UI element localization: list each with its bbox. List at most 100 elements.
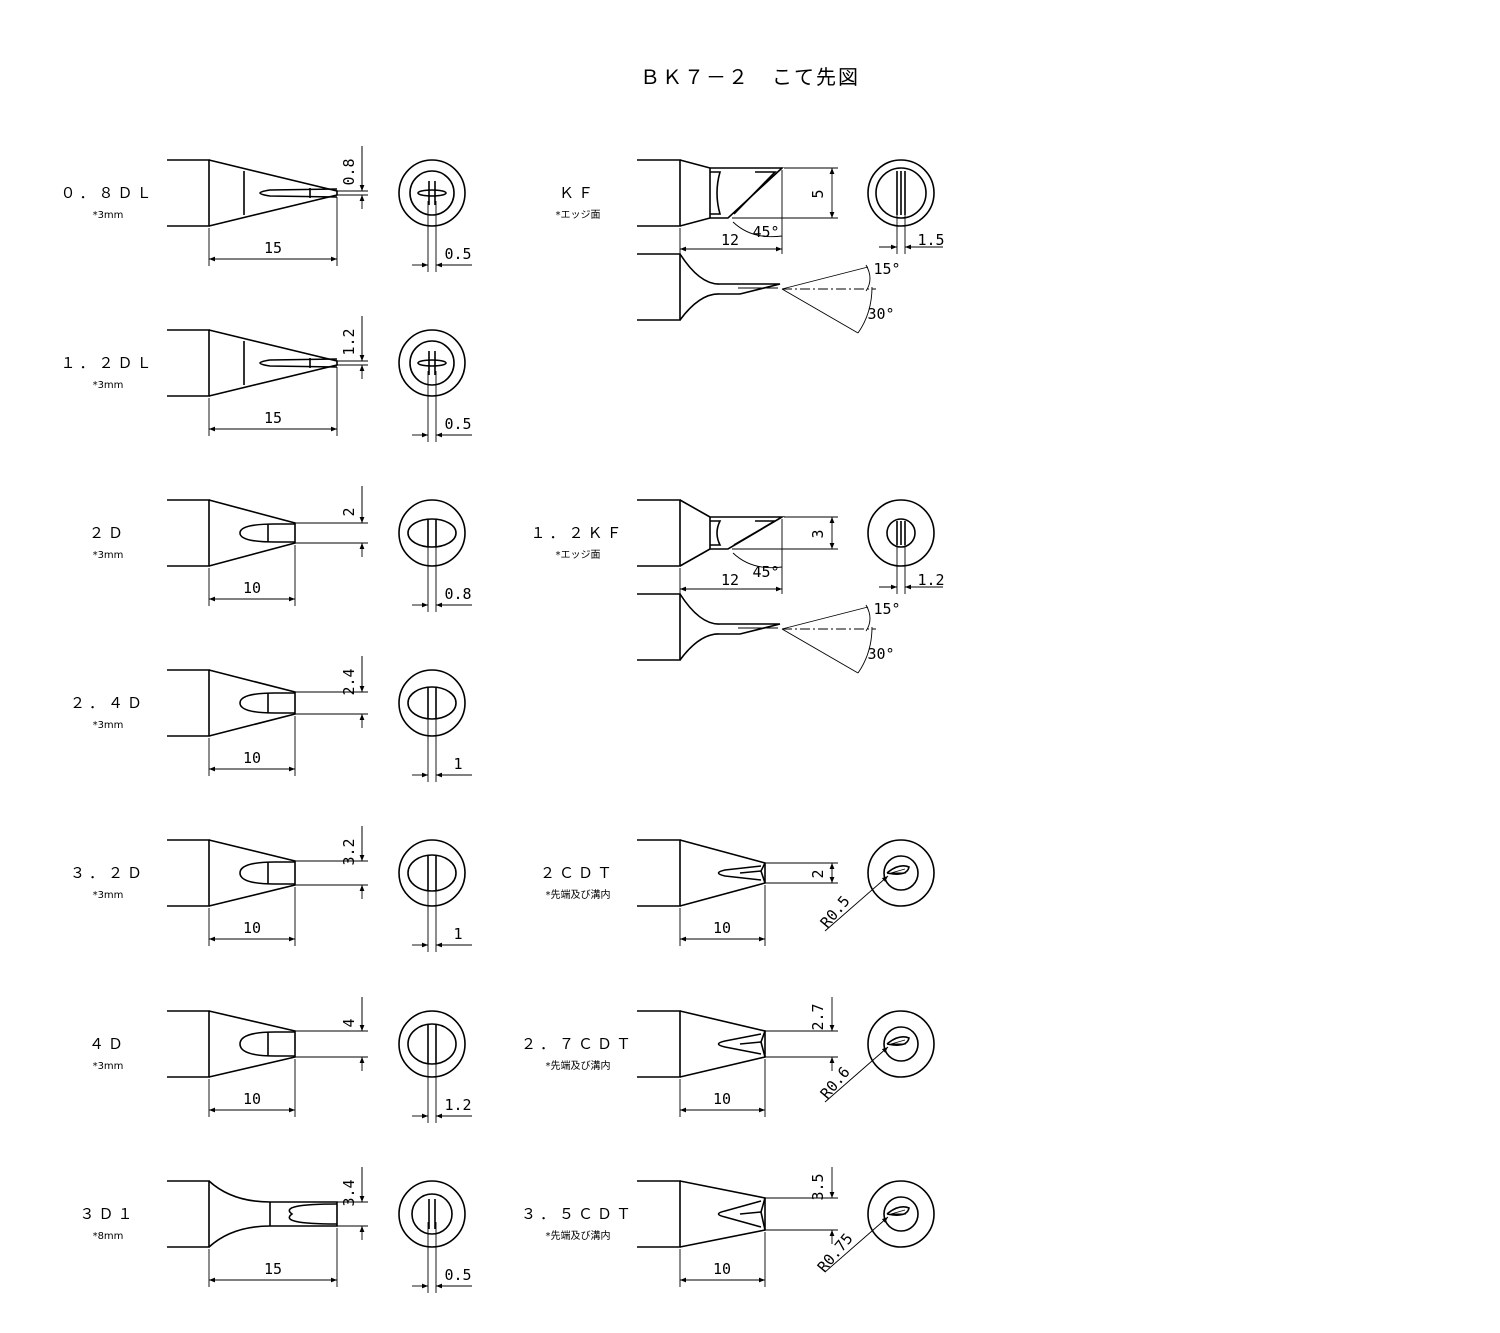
cone-name: ２．７ＣＤＴ <box>521 1035 635 1053</box>
blade-bevel <box>710 171 722 215</box>
extension-line <box>427 371 437 442</box>
height-value: 2 <box>809 869 827 878</box>
side-value: 0.8 <box>444 585 471 603</box>
radius-value: R0.6 <box>817 1063 854 1102</box>
radius-value: R0.5 <box>817 892 854 931</box>
shaft-outline <box>637 1180 681 1248</box>
end-view-outer <box>398 499 466 567</box>
cone-note: *先端及び溝内 <box>546 1229 611 1242</box>
extension-line <box>337 360 368 366</box>
tip-outline <box>208 1010 296 1078</box>
groove-outline <box>717 865 762 881</box>
extension-line <box>337 190 368 196</box>
side-blade-outline <box>679 253 781 321</box>
angle-value: 45° <box>752 563 779 581</box>
extension-line <box>427 1222 437 1293</box>
shaft-outline <box>637 159 681 227</box>
end-view-outer <box>398 159 466 227</box>
height-value: 4 <box>340 1018 358 1027</box>
taper-outline <box>679 499 711 567</box>
end-view-groove <box>886 1036 910 1046</box>
side-blade-outline <box>679 593 781 661</box>
plating-boundary <box>239 692 295 714</box>
height-value: 3.5 <box>809 1173 827 1200</box>
side-value: 1.2 <box>444 1096 471 1114</box>
end-view-groove-line <box>890 868 906 874</box>
groove-line <box>739 1041 762 1045</box>
end-view-blade <box>427 519 437 547</box>
tip-outline <box>679 1010 767 1078</box>
side-shaft-outline <box>637 593 681 661</box>
extension-line <box>427 1052 437 1123</box>
shaft-outline <box>167 839 210 907</box>
end-view-inner <box>407 686 457 720</box>
shaft-outline <box>167 1180 210 1248</box>
length-value: 10 <box>713 1090 731 1108</box>
top-angle-value: 15° <box>873 260 900 278</box>
height-value: 5 <box>809 189 827 198</box>
end-view-blade <box>417 189 447 197</box>
cone-name: ２ＣＤＴ <box>540 864 616 882</box>
angle-arc <box>732 552 783 569</box>
extension-line <box>732 516 838 550</box>
end-view-inner <box>409 170 455 216</box>
tip-name: ３Ｄ１ <box>79 1205 136 1223</box>
groove-line <box>739 870 762 874</box>
end-view-outer <box>867 1180 935 1248</box>
length-value: 10 <box>713 919 731 937</box>
end-view-inner <box>407 1023 457 1065</box>
side-shaft-outline <box>637 253 681 321</box>
groove-outline <box>717 1033 762 1055</box>
radius-leader <box>824 1216 889 1273</box>
end-view-inner <box>883 1026 919 1062</box>
length-value: 10 <box>243 919 261 937</box>
angle-value: 45° <box>752 223 779 241</box>
angle-arc <box>865 604 871 632</box>
page-title: ＢＫ７－２ こて先図 <box>640 65 860 89</box>
end-view-outer <box>398 329 466 397</box>
tip-note: *3mm <box>93 720 124 731</box>
groove-line <box>739 1211 762 1215</box>
end-view-outer <box>398 669 466 737</box>
extension-line <box>765 1197 838 1231</box>
tip-note: *3mm <box>93 380 124 391</box>
tip-note: *8mm <box>93 1231 124 1242</box>
blade-outline <box>709 167 785 219</box>
end-view-outer <box>867 499 935 567</box>
height-value: 2.7 <box>809 1003 827 1030</box>
extension-line <box>208 1228 338 1287</box>
end-view-outer <box>398 839 466 907</box>
edge-face <box>733 171 777 215</box>
edge-face <box>733 520 778 546</box>
length-value: 12 <box>721 571 739 589</box>
end-view-inner <box>409 340 455 386</box>
height-value: 0.8 <box>340 158 358 185</box>
tip-name: ４Ｄ <box>89 1035 127 1053</box>
top-angle-value: 15° <box>873 600 900 618</box>
knife-name: ＫＦ <box>559 184 597 202</box>
length-value: 15 <box>264 409 282 427</box>
tip-outline <box>679 839 767 907</box>
end-view-groove <box>886 865 910 875</box>
end-view-inner <box>886 518 916 548</box>
extension-line <box>295 1030 368 1058</box>
extension-line <box>295 522 368 544</box>
tip-outline <box>208 839 296 907</box>
tip-outline <box>679 1180 767 1248</box>
extension-line <box>427 881 437 952</box>
radius-value: R0.75 <box>814 1230 857 1276</box>
tip-outline <box>208 1180 338 1248</box>
height-value: 1.2 <box>340 328 358 355</box>
end-view-blade <box>428 181 436 205</box>
tip-note: *3mm <box>93 210 124 221</box>
